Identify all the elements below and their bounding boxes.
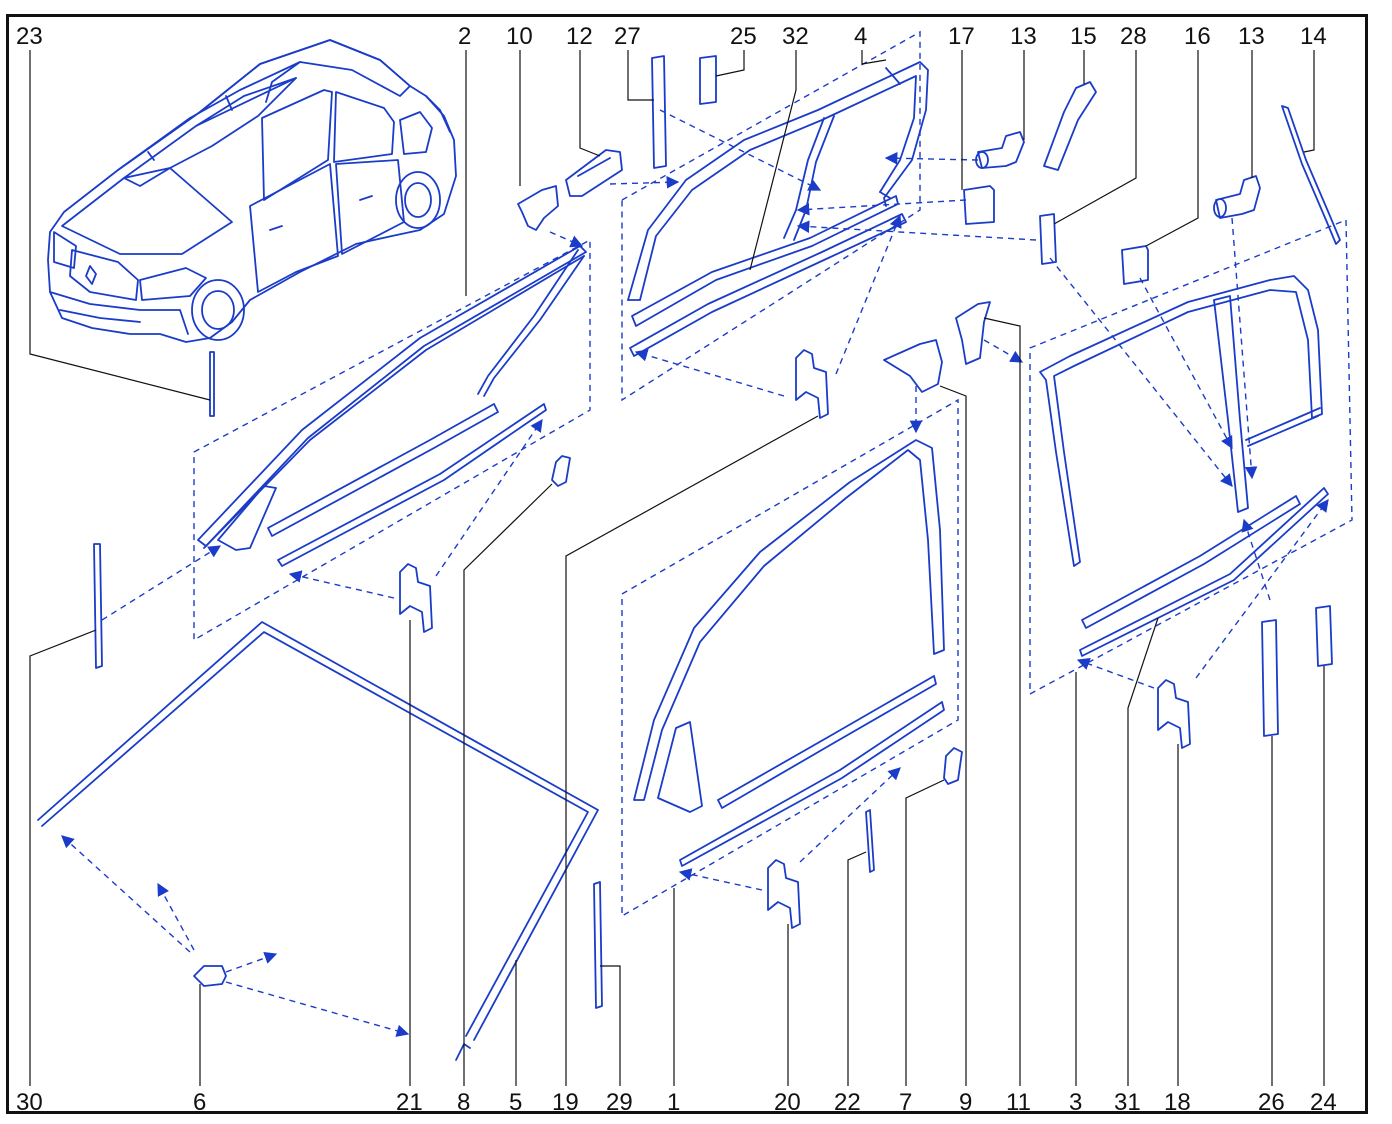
car-illustration xyxy=(47,39,457,343)
callout-13: 13 xyxy=(1010,23,1037,50)
callout-2: 2 xyxy=(458,23,471,50)
part-17-block xyxy=(963,185,995,225)
callout-5: 5 xyxy=(509,1089,522,1116)
callout-21: 21 xyxy=(396,1089,423,1116)
part-10-bracket xyxy=(517,185,559,231)
callout-14: 14 xyxy=(1300,23,1327,50)
callout-11: 11 xyxy=(1006,1089,1031,1116)
part-8-clip xyxy=(551,455,571,487)
callout-15: 15 xyxy=(1070,23,1097,50)
part-18-bracket xyxy=(1157,679,1191,749)
parts xyxy=(37,55,1341,1061)
callout-10: 10 xyxy=(506,23,533,50)
part-1-front-door-frame xyxy=(633,439,945,813)
part-5-windscreen-seal xyxy=(37,621,599,1061)
callout-22: 22 xyxy=(834,1089,861,1116)
callout-9: 9 xyxy=(959,1089,972,1116)
part-2-front-door-frame xyxy=(197,245,587,551)
part-14-rod xyxy=(1281,105,1341,245)
part-24-pad xyxy=(1315,605,1333,667)
callout-27: 27 xyxy=(614,23,641,50)
part-30-strip xyxy=(93,543,103,669)
part-25-pad xyxy=(699,55,717,105)
callout-23: 23 xyxy=(16,23,43,50)
callout-28: 28 xyxy=(1120,23,1147,50)
callout-18: 18 xyxy=(1164,1089,1191,1116)
callout-8: 8 xyxy=(457,1089,470,1116)
part-16-block xyxy=(1121,245,1149,285)
part-15-strip xyxy=(1043,81,1097,171)
assembly-arrows xyxy=(61,109,1329,1037)
part-22-strip xyxy=(865,809,875,873)
callout-7: 7 xyxy=(899,1089,912,1116)
callout-29: 29 xyxy=(606,1089,633,1116)
part-20-bracket xyxy=(767,859,801,929)
callout-32: 32 xyxy=(782,23,809,50)
part-32-rail xyxy=(629,195,907,357)
part-23-strip xyxy=(209,351,215,417)
callouts-top: 23 2 10 12 27 25 32 4 17 13 15 28 16 13 … xyxy=(16,23,1327,50)
callout-26: 26 xyxy=(1258,1089,1285,1116)
dashed-group-boxes xyxy=(193,30,1353,918)
callouts-bottom: 30 6 21 8 5 19 29 1 20 22 7 9 11 3 31 18… xyxy=(16,1089,1337,1116)
part-28-pad xyxy=(1039,213,1057,265)
part-27-strip xyxy=(651,55,667,169)
callout-4: 4 xyxy=(854,23,867,50)
part-13b-cap xyxy=(1213,175,1261,219)
part-6-clip xyxy=(193,965,227,987)
callout-19: 19 xyxy=(552,1089,579,1116)
callout-13b: 13 xyxy=(1238,23,1265,50)
callout-12: 12 xyxy=(566,23,593,50)
callout-17: 17 xyxy=(948,23,975,50)
callout-25: 25 xyxy=(730,23,757,50)
part-9-bracket xyxy=(883,339,943,393)
part-26-strip xyxy=(1261,619,1279,737)
callout-1: 1 xyxy=(667,1089,680,1116)
part-4-rear-door-frame xyxy=(627,61,929,301)
part-7-clip xyxy=(943,747,963,785)
callout-3: 3 xyxy=(1069,1089,1082,1116)
callout-20: 20 xyxy=(774,1089,801,1116)
leader-lines xyxy=(29,50,1325,1086)
part-11-bracket xyxy=(955,301,991,365)
callout-6: 6 xyxy=(193,1089,206,1116)
part-19-bracket xyxy=(795,349,829,419)
part-21-bracket xyxy=(399,563,433,633)
part-13-cap xyxy=(975,131,1025,169)
callout-24: 24 xyxy=(1310,1089,1337,1116)
part-12-bracket xyxy=(565,149,623,197)
callout-30: 30 xyxy=(16,1089,43,1116)
callout-31: 31 xyxy=(1114,1089,1141,1116)
part-29-strip xyxy=(593,881,603,1009)
part-3-rear-door-frame xyxy=(1039,275,1323,567)
callout-16: 16 xyxy=(1184,23,1211,50)
